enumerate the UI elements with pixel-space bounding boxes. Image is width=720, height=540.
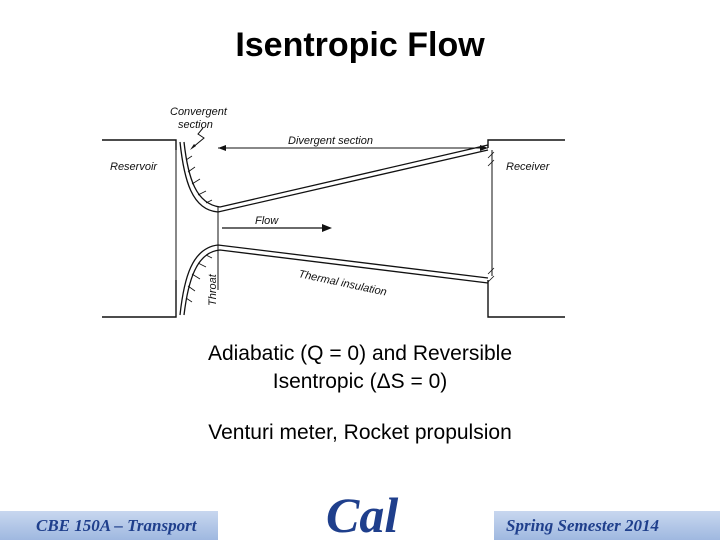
insulation-hatching [185,151,495,303]
reservoir-walls [102,139,177,318]
flow-arrowhead [322,224,332,232]
upper-nozzle-wall [179,141,489,213]
convergent-pointer [191,127,205,149]
cal-logo: Cal [322,480,404,540]
slide-title: Isentropic Flow [235,26,485,64]
label-receiver: Receiver [506,161,551,173]
divergent-arrow-right [480,145,488,151]
text-isentropic: Isentropic (ΔS = 0) [272,370,448,393]
label-throat: Throat [207,273,219,306]
divergent-arrow-left [218,145,226,151]
footer-course: CBE 150A – Transport [0,511,218,540]
footer-semester: Spring Semester 2014 [494,511,720,540]
label-convergent-2: section [178,119,213,131]
convergent-arrowhead [190,144,196,150]
label-flow: Flow [255,215,279,227]
nozzle-drawing: Convergent section Divergent section Res… [102,106,565,318]
text-applications: Venturi meter, Rocket propulsion [208,421,512,444]
label-reservoir: Reservoir [110,161,158,173]
cal-logo-text: Cal [326,487,398,540]
label-convergent-1: Convergent [170,106,228,118]
label-divergent: Divergent section [288,135,373,147]
lower-nozzle-wall [179,244,489,316]
nozzle-diagram: Convergent section Divergent section Res… [100,100,570,325]
text-adiabatic: Adiabatic (Q = 0) and Reversible [207,342,513,365]
label-thermal-insulation: Thermal insulation [297,268,387,298]
